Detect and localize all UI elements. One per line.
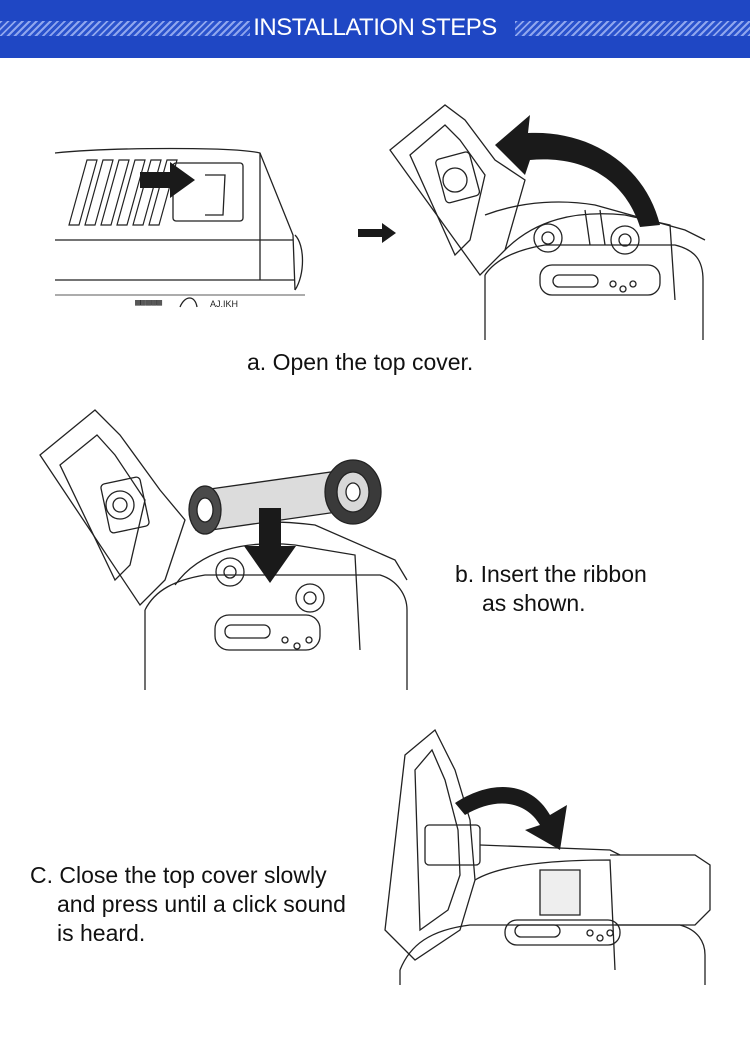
ribbon-insert-illustration (35, 410, 410, 690)
step-c-caption-line3: is heard. (57, 920, 146, 946)
right-arrow-icon (140, 162, 195, 198)
banner-stripe-right (515, 21, 750, 36)
step-a-caption: a. Open the top cover. (247, 349, 474, 375)
step-b-caption: b. Insert the ribbon as shown. (455, 560, 647, 618)
step-b-caption-line2: as shown. (482, 590, 586, 616)
step-c-caption-line2: and press until a click sound (57, 891, 346, 917)
svg-text:▦▦▦▦▦: ▦▦▦▦▦ (135, 298, 163, 308)
step-c-caption: C. Close the top cover slowly and press … (30, 861, 346, 948)
step-c-caption-line1: C. Close the top cover slowly (30, 862, 327, 888)
banner-stripe-left (0, 21, 250, 36)
printer-label: AJ.IKH (210, 299, 238, 309)
down-arrow-icon (244, 508, 296, 583)
printer-closing-illustration (380, 730, 715, 985)
curved-arrow-icon (455, 787, 567, 850)
page-title: INSTALLATION STEPS (253, 14, 497, 41)
ribbon-cartridge (189, 460, 381, 534)
right-arrow-icon (358, 223, 396, 243)
printer-open-illustration (385, 100, 710, 345)
curved-arrow-icon (495, 115, 660, 227)
step-b-caption-line1: b. Insert the ribbon (455, 561, 647, 587)
header-banner: INSTALLATION STEPS (0, 0, 750, 58)
